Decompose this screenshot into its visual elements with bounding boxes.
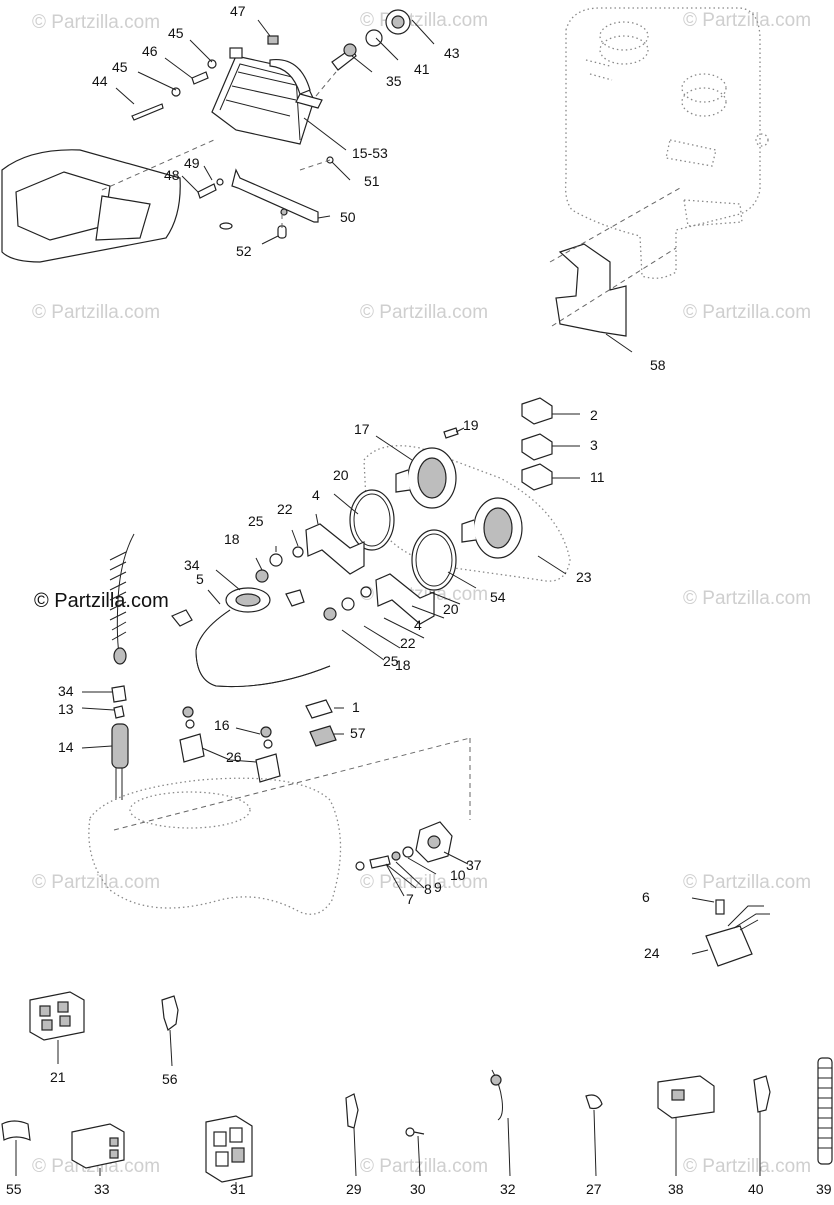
- callout-number: 57: [350, 725, 366, 741]
- callout-number: 25: [383, 653, 399, 669]
- callout-number: 9: [434, 879, 442, 895]
- callout-number: 45: [112, 59, 128, 75]
- callout-number: 8: [424, 881, 432, 897]
- callout-number: 25: [248, 513, 264, 529]
- callout-number: 14: [58, 739, 74, 755]
- callout-number: 35: [386, 73, 402, 89]
- callout-number: 20: [333, 467, 349, 483]
- callout-number: 19: [463, 417, 479, 433]
- callout-number: 11: [590, 469, 605, 485]
- callout-number: 45: [168, 25, 184, 41]
- callout-number: 23: [576, 569, 592, 585]
- callout-number: 21: [50, 1069, 66, 1085]
- callout-number: 51: [364, 173, 380, 189]
- callout-number: 17: [354, 421, 370, 437]
- callout-number: 16: [214, 717, 230, 733]
- callout-number: 22: [400, 635, 416, 651]
- callout-number: 24: [644, 945, 660, 961]
- callout-number: 30: [410, 1181, 426, 1197]
- watermark: © Partzilla.com: [360, 10, 488, 31]
- watermark: © Partzilla.com: [360, 872, 488, 893]
- callout-number: 2: [590, 407, 598, 423]
- callout-number: 29: [346, 1181, 362, 1197]
- callout-number: 5: [196, 571, 204, 587]
- watermark: © Partzilla.com: [683, 10, 811, 31]
- leader-lines: [15, 19, 761, 1190]
- callout-number: 15-53: [352, 145, 388, 161]
- callout-number: 10: [450, 867, 466, 883]
- headlight-assembly: [1, 9, 411, 263]
- callout-number: 34: [184, 557, 200, 573]
- callout-number: 47: [230, 3, 246, 19]
- callout-number: 41: [414, 61, 430, 77]
- callout-number: 1: [352, 699, 360, 715]
- watermark: © Partzilla.com: [360, 302, 488, 323]
- callout-number: 18: [395, 657, 411, 673]
- callout-number: 44: [92, 73, 108, 89]
- callout-number: 31: [230, 1181, 246, 1197]
- watermark: © Partzilla.com: [360, 1156, 488, 1177]
- callout-number: 39: [816, 1181, 832, 1197]
- watermark: © Partzilla.com: [32, 12, 160, 33]
- callout-number: 50: [340, 209, 356, 225]
- callout-number: 34: [58, 683, 74, 699]
- callout-number: 22: [277, 501, 293, 517]
- callout-number: 3: [590, 437, 598, 453]
- callout-number: 4: [414, 617, 422, 633]
- callout-number: 6: [642, 889, 650, 905]
- callout-number: 38: [668, 1181, 684, 1197]
- callout-number: 46: [142, 43, 158, 59]
- watermark: © Partzilla.com: [683, 588, 811, 609]
- callout-number: 52: [236, 243, 252, 259]
- watermark: © Partzilla.com: [683, 1156, 811, 1177]
- watermark: © Partzilla.com: [32, 302, 160, 323]
- callout-number: 48: [164, 167, 180, 183]
- callout-number: 37: [466, 857, 482, 873]
- callout-number: 33: [94, 1181, 110, 1197]
- main-watermark: © Partzilla.com: [34, 590, 169, 612]
- callout-number: 13: [58, 701, 74, 717]
- callout-number: 4: [312, 487, 320, 503]
- callout-number: 40: [748, 1181, 764, 1197]
- callout-number: 18: [224, 531, 240, 547]
- connector-parts: [1, 991, 833, 1183]
- callout-number: 32: [500, 1181, 516, 1197]
- callout-number: 58: [650, 357, 666, 373]
- watermark: © Partzilla.com: [32, 872, 160, 893]
- callout-number: 7: [406, 891, 414, 907]
- callout-number: 27: [586, 1181, 602, 1197]
- oil-tank-assembly: [549, 7, 769, 337]
- watermark: © Partzilla.com: [683, 872, 811, 893]
- callout-number: 26: [226, 749, 242, 765]
- callout-number: 49: [184, 155, 200, 171]
- callout-number: 54: [490, 589, 506, 605]
- watermark: © Partzilla.com: [683, 302, 811, 323]
- callout-number: 56: [162, 1071, 178, 1087]
- callout-number: 43: [444, 45, 460, 61]
- callout-number: 55: [6, 1181, 22, 1197]
- callout-number: 20: [443, 601, 459, 617]
